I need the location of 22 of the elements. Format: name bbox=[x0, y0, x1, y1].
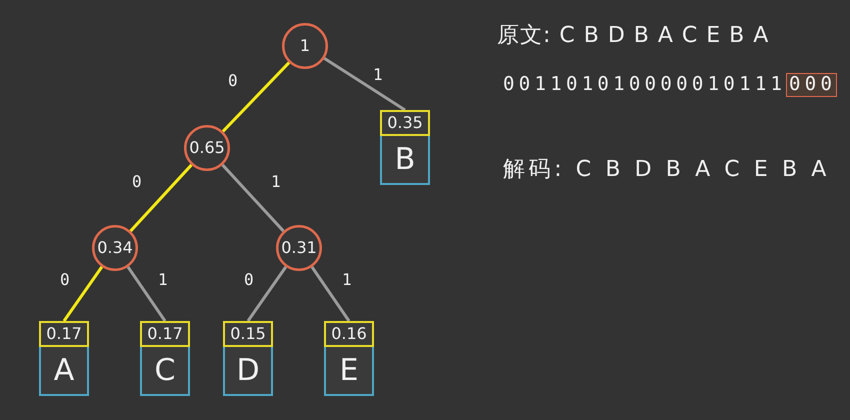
tree-edge bbox=[221, 164, 285, 232]
symbol-box: E bbox=[324, 347, 374, 396]
circle-node: 1 bbox=[282, 23, 328, 69]
symbol-box: C bbox=[140, 347, 190, 396]
weight-box: 0.16 bbox=[324, 321, 374, 347]
bit-string: 001101010000010111 bbox=[503, 73, 786, 96]
symbol-box: B bbox=[380, 136, 430, 185]
weight-box: 0.17 bbox=[39, 321, 89, 347]
highlight-box: 000 bbox=[786, 73, 837, 97]
circle-node: 0.31 bbox=[276, 225, 322, 271]
weight-box: 0.15 bbox=[223, 321, 273, 347]
decoded-text: 解码: C B D B A C E B A bbox=[503, 157, 830, 183]
circle-node: 0.65 bbox=[184, 125, 230, 171]
original-text: 原文: C B D B A C E B A bbox=[497, 23, 770, 49]
circle-node: 0.34 bbox=[92, 225, 138, 271]
symbol-box: A bbox=[39, 347, 89, 396]
tree-edge bbox=[222, 62, 290, 132]
symbol-box: D bbox=[223, 347, 273, 396]
weight-box: 0.17 bbox=[140, 321, 190, 347]
weight-box: 0.35 bbox=[380, 110, 430, 136]
tree-edge bbox=[129, 164, 193, 232]
tree-edge bbox=[324, 57, 406, 112]
